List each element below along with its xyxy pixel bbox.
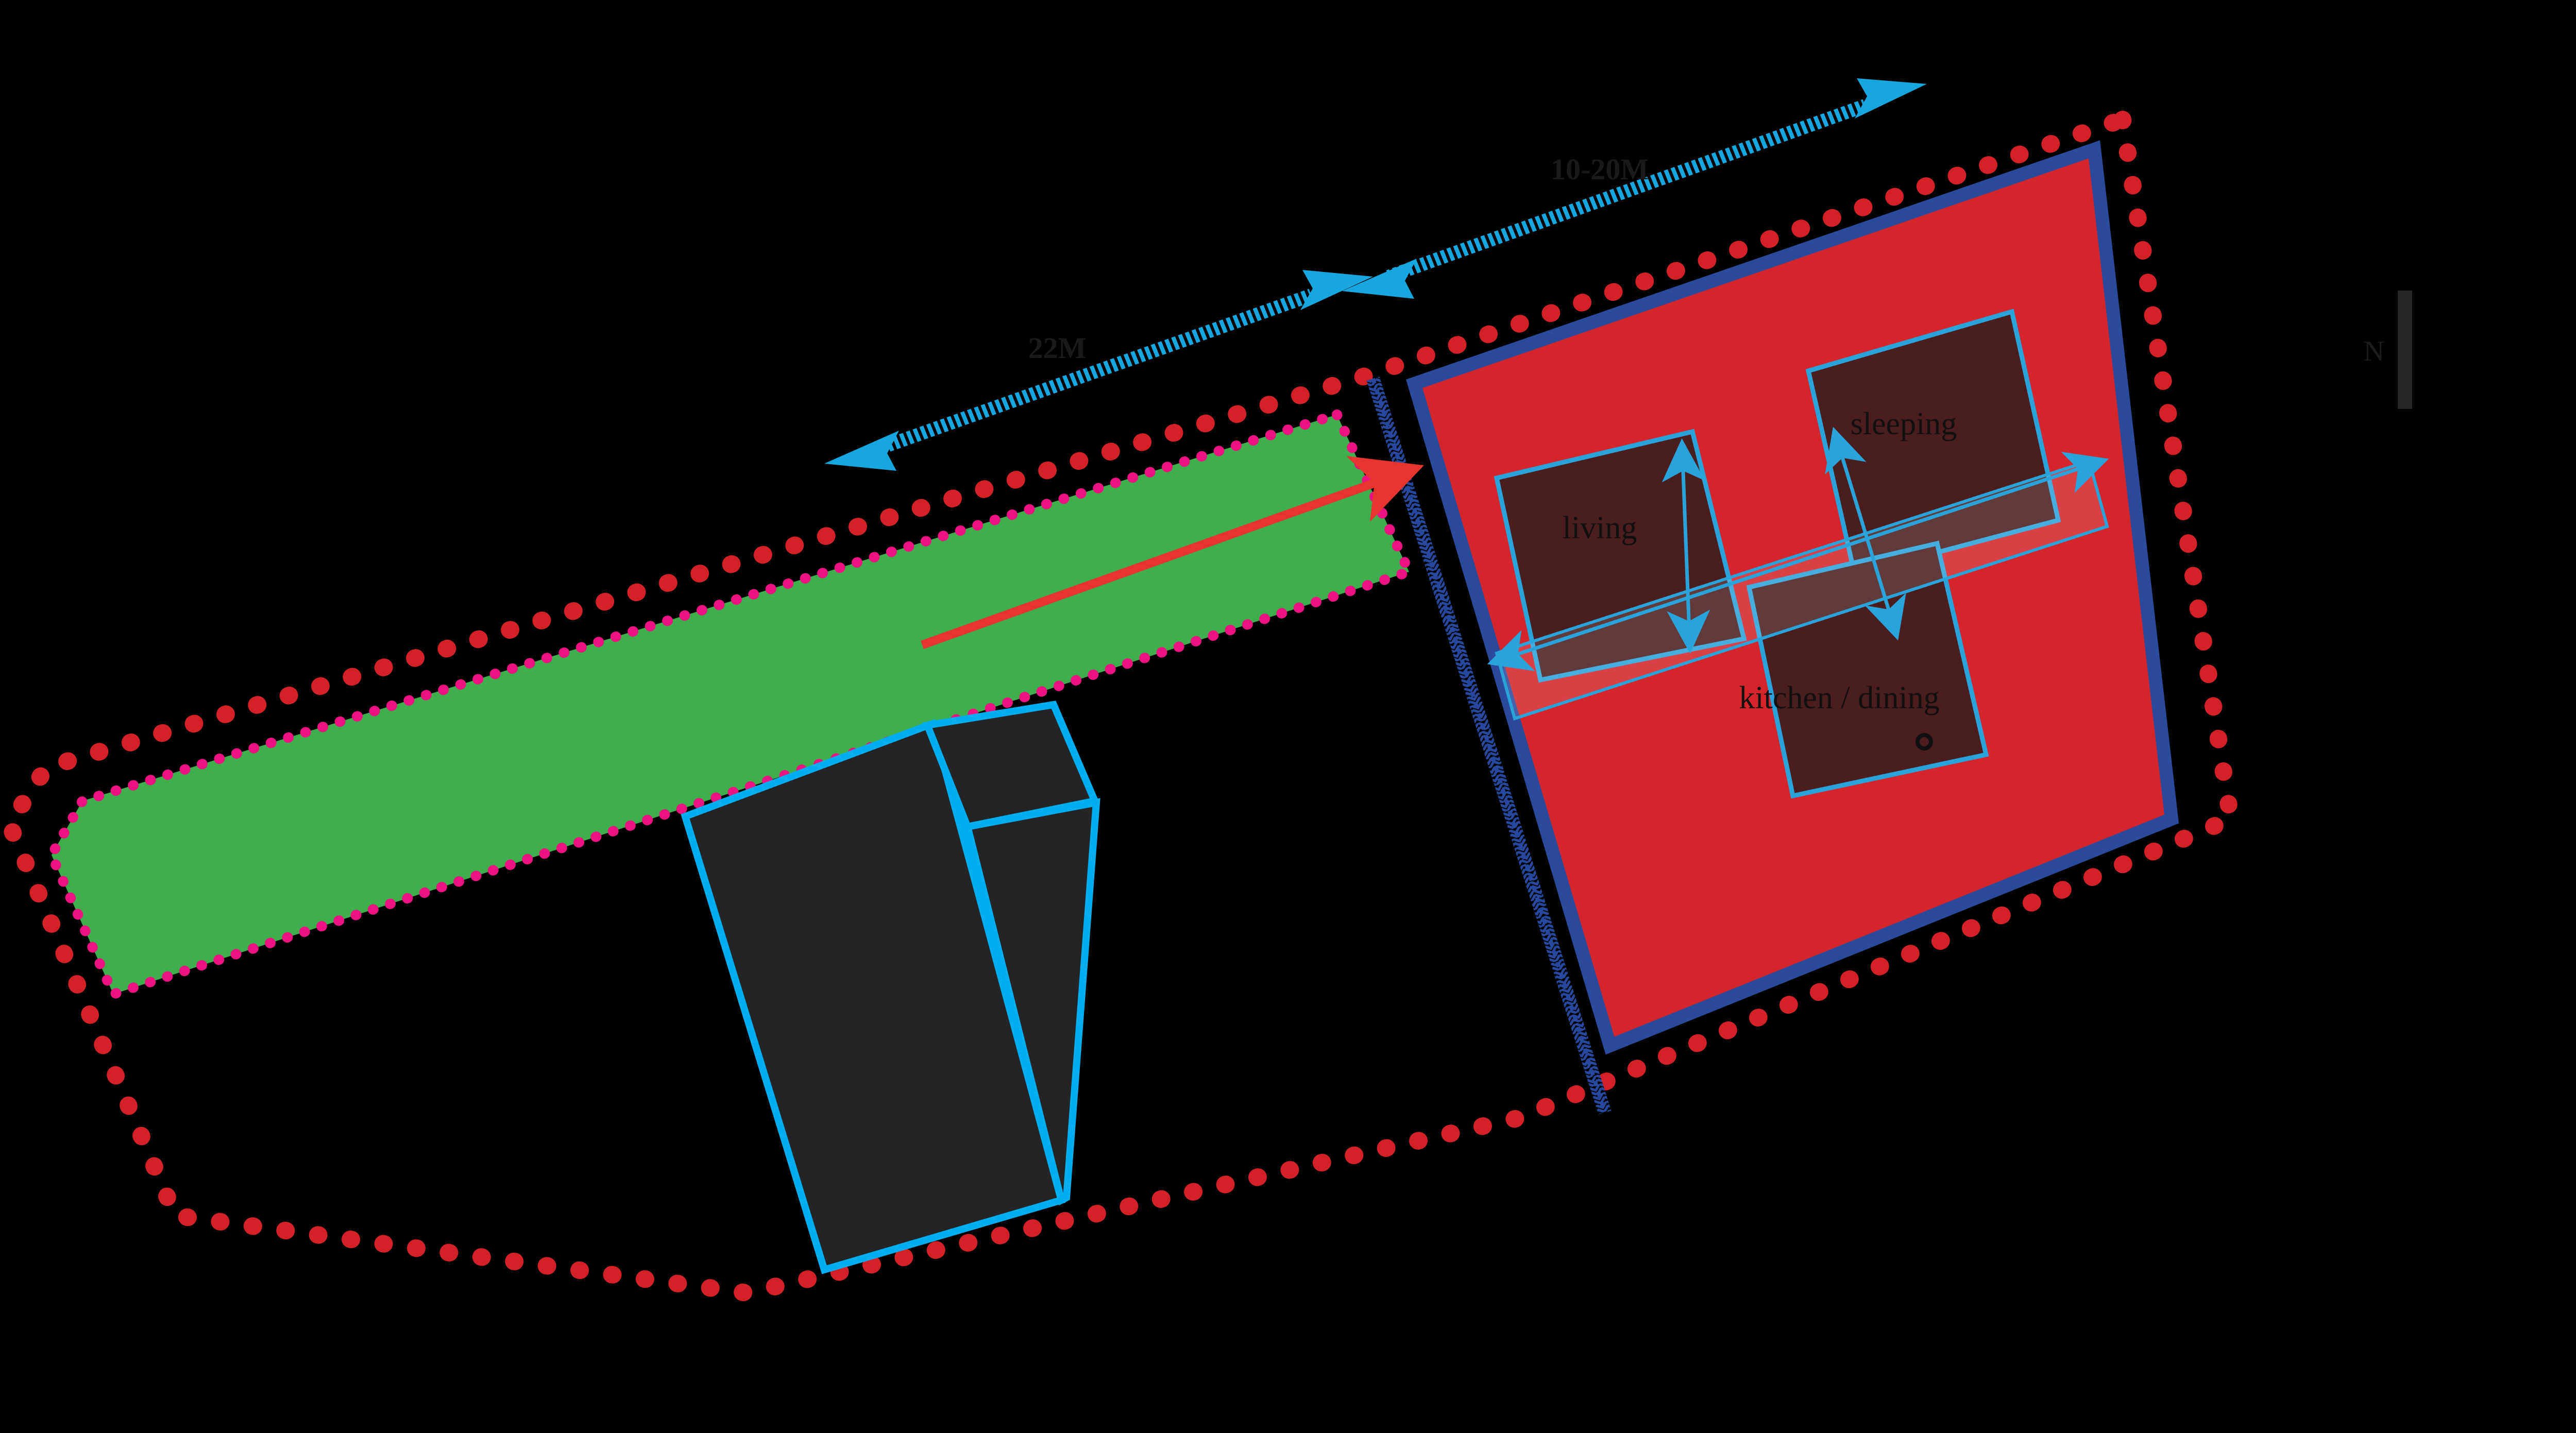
room-label-living: living bbox=[1563, 510, 1637, 545]
north-label: N bbox=[2364, 335, 2384, 367]
dim-1020m-arrowhead-left bbox=[1342, 259, 1417, 299]
dimension-22m-label: 22M bbox=[1028, 331, 1087, 365]
approach-arrow bbox=[921, 456, 1425, 650]
room-label-kitchen-dining: kitchen / dining bbox=[1739, 680, 1939, 715]
site-boundary bbox=[0, 108, 2241, 1302]
living-depth-arrow bbox=[1662, 438, 1710, 654]
garden-green-zone bbox=[45, 408, 1416, 1001]
dim-22m-arrowhead-left bbox=[824, 431, 899, 471]
sleeping-depth-arrow bbox=[1825, 427, 1906, 641]
corridor-span-arrow bbox=[1487, 452, 2109, 671]
door-marker bbox=[1916, 733, 1933, 750]
dimension-10-20m-label: 10-20M bbox=[1551, 152, 1649, 186]
north-indicator: N bbox=[2364, 291, 2412, 409]
dim-1020m-arrowhead-right bbox=[1855, 78, 1927, 118]
dimension-10-20m: 10-20M bbox=[1342, 78, 1927, 299]
room-label-sleeping: sleeping bbox=[1851, 406, 1957, 441]
existing-building-tall bbox=[963, 798, 1100, 1206]
dimension-22m: 22M bbox=[824, 270, 1373, 471]
north-bar bbox=[2398, 291, 2412, 409]
dim-22m-arrowhead-right bbox=[1300, 270, 1373, 310]
